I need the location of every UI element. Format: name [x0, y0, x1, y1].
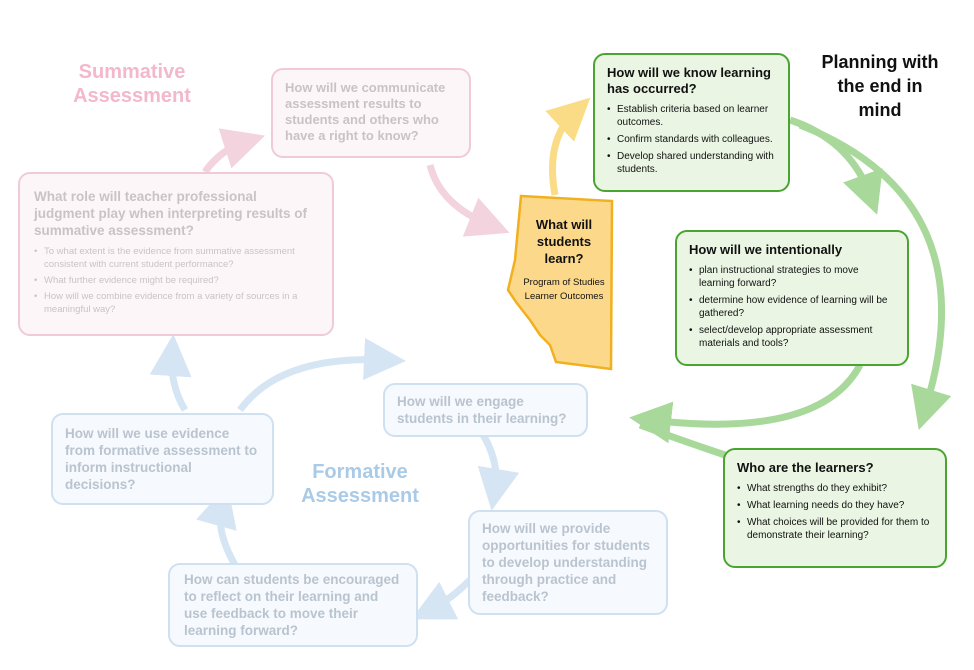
reflect-question: How can students be encouraged to reflec…	[184, 572, 400, 638]
blue-arrow-5	[149, 334, 192, 412]
blue-arrow-2	[477, 428, 520, 511]
planning-title-text: Planning with the end in mind	[821, 52, 939, 120]
center-question: What will students learn?	[535, 217, 593, 266]
intentionally-bullet: select/develop appropriate assessment ma…	[689, 324, 895, 350]
engage-question: How will we engage students in their lea…	[397, 394, 567, 426]
blue-arrow-1	[237, 338, 406, 413]
engage-box: How will we engage students in their lea…	[383, 383, 588, 437]
know-bullet: Confirm standards with colleagues.	[607, 133, 776, 146]
judgment-box: What role will teacher professional judg…	[18, 172, 334, 336]
know-bullet: Establish criteria based on learner outc…	[607, 103, 776, 129]
communicate-question: How will we communicate assessment resul…	[285, 80, 446, 143]
learners-bullet: What choices will be provided for them t…	[737, 516, 933, 542]
blue-arrow-4	[196, 484, 239, 567]
green-arrow-4	[638, 421, 727, 459]
learners-bullet: What strengths do they exhibit?	[737, 482, 933, 495]
judgment-bullet: To what extent is the evidence from summ…	[34, 245, 318, 271]
learners-box: Who are the learners? What strengths do …	[723, 448, 947, 568]
know-bullet: Develop shared understanding with studen…	[607, 150, 776, 176]
planning-title: Planning with the end in mind	[815, 50, 945, 122]
intentionally-bullet: plan instructional strategies to move le…	[689, 264, 895, 290]
judgment-bullet: What further evidence might be required?	[34, 274, 318, 287]
learners-bullet: What learning needs do they have?	[737, 499, 933, 512]
green-arrow-3	[629, 363, 864, 444]
intentionally-bullet: determine how evidence of learning will …	[689, 294, 895, 320]
opportunities-box: How will we provide opportunities for st…	[468, 510, 668, 615]
evidence-question: How will we use evidence from formative …	[65, 426, 258, 492]
reflect-box: How can students be encouraged to reflec…	[168, 563, 418, 647]
communicate-box: How will we communicate assessment resul…	[271, 68, 471, 158]
alberta-shape	[506, 194, 614, 371]
pink-arrow-1	[426, 164, 510, 237]
summative-title: Summative Assessment	[73, 61, 191, 107]
intentionally-box: How will we intentionally plan instructi…	[675, 230, 909, 366]
learners-question: Who are the learners?	[737, 460, 874, 475]
center-subtitle: Program of Studies Learner Outcomes	[523, 277, 605, 302]
opportunities-question: How will we provide opportunities for st…	[482, 521, 650, 604]
formative-title: Formative Assessment	[301, 461, 419, 507]
green-arrow-2	[798, 121, 952, 431]
evidence-box: How will we use evidence from formative …	[51, 413, 274, 505]
judgment-bullet: How will we combine evidence from a vari…	[34, 290, 318, 316]
know-question: How will we know learning has occurred?	[607, 65, 771, 96]
pink-arrow-2	[202, 128, 265, 175]
blue-arrow-3	[411, 577, 473, 620]
yellow-arrow	[545, 97, 591, 196]
know-box: How will we know learning has occurred? …	[593, 53, 790, 192]
intentionally-question: How will we intentionally	[689, 242, 843, 257]
judgment-question: What role will teacher professional judg…	[34, 189, 308, 238]
